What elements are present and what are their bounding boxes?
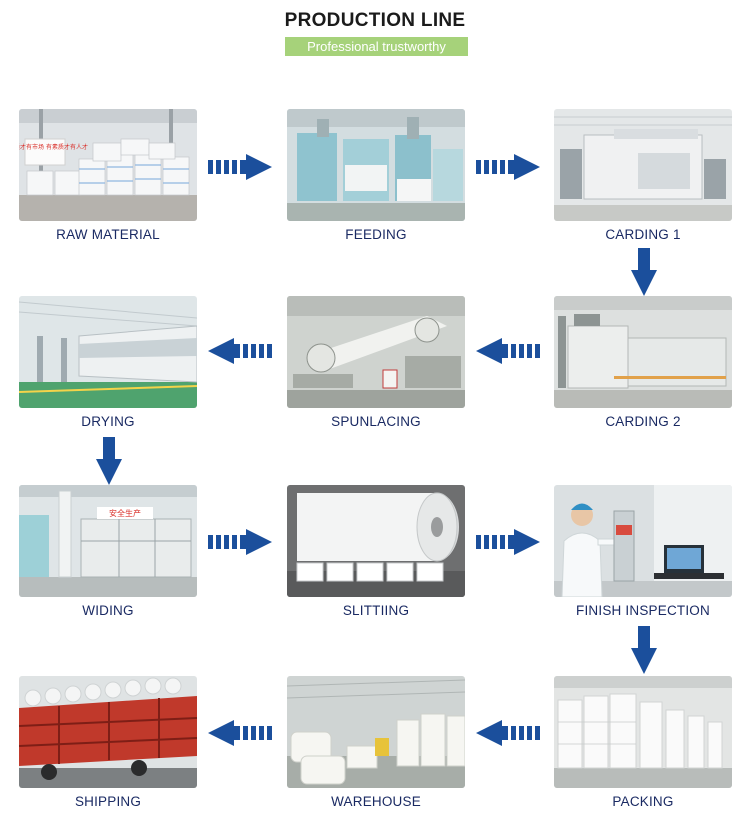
stage-widing: 安全生产 WIDING [19, 485, 197, 618]
widing-photo: 安全生产 [19, 485, 197, 597]
flow-arrow-right [476, 154, 540, 180]
shipping-photo [19, 676, 197, 788]
stage-label: CARDING 2 [554, 414, 732, 429]
page-subtitle-badge: Professional trustworthy [285, 37, 468, 56]
stage-label: DRYING [19, 414, 197, 429]
stage-label: SHIPPING [19, 794, 197, 809]
stage-label: PACKING [554, 794, 732, 809]
flow-arrow-right [208, 529, 272, 555]
stage-packing: PACKING [554, 676, 732, 809]
packing-photo [554, 676, 732, 788]
stage-label: SLITTIING [287, 603, 465, 618]
page-title: PRODUCTION LINE [0, 10, 750, 32]
stage-label: CARDING 1 [554, 227, 732, 242]
spunlacing-photo [287, 296, 465, 408]
stage-feeding: FEEDING [287, 109, 465, 242]
carding-1-photo [554, 109, 732, 221]
stage-carding-1: CARDING 1 [554, 109, 732, 242]
stage-label: SPUNLACING [287, 414, 465, 429]
flow-arrow-down [96, 437, 122, 485]
finish-inspection-photo [554, 485, 732, 597]
stage-label: FEEDING [287, 227, 465, 242]
slogan-sign-top: 有品质才有市场 有素质才有人才 [19, 143, 88, 151]
flow-arrow-left [208, 338, 272, 364]
raw-material-photo: 有品质才有市场 有素质才有人才 [19, 109, 197, 221]
stage-carding-2: CARDING 2 [554, 296, 732, 429]
flow-arrow-right [476, 529, 540, 555]
stage-label: WAREHOUSE [287, 794, 465, 809]
flow-arrow-left [476, 338, 540, 364]
drying-photo [19, 296, 197, 408]
stage-spunlacing: SPUNLACING [287, 296, 465, 429]
warehouse-photo [287, 676, 465, 788]
flow-arrow-down [631, 626, 657, 674]
slitting-photo [287, 485, 465, 597]
stage-shipping: SHIPPING [19, 676, 197, 809]
stage-raw-material: 有品质才有市场 有素质才有人才 RAW MATERIAL [19, 109, 197, 242]
stage-label: FINISH INSPECTION [554, 603, 732, 618]
stage-finish-inspection: FINISH INSPECTION [554, 485, 732, 618]
flow-arrow-right [208, 154, 272, 180]
stage-drying: DRYING [19, 296, 197, 429]
flow-arrow-left [476, 720, 540, 746]
stage-slitting: SLITTIING [287, 485, 465, 618]
safety-sign: 安全生产 [109, 508, 141, 518]
stage-label: RAW MATERIAL [19, 227, 197, 242]
stage-warehouse: WAREHOUSE [287, 676, 465, 809]
carding-2-photo [554, 296, 732, 408]
flow-arrow-left [208, 720, 272, 746]
stage-label: WIDING [19, 603, 197, 618]
flow-arrow-down [631, 248, 657, 296]
feeding-photo [287, 109, 465, 221]
